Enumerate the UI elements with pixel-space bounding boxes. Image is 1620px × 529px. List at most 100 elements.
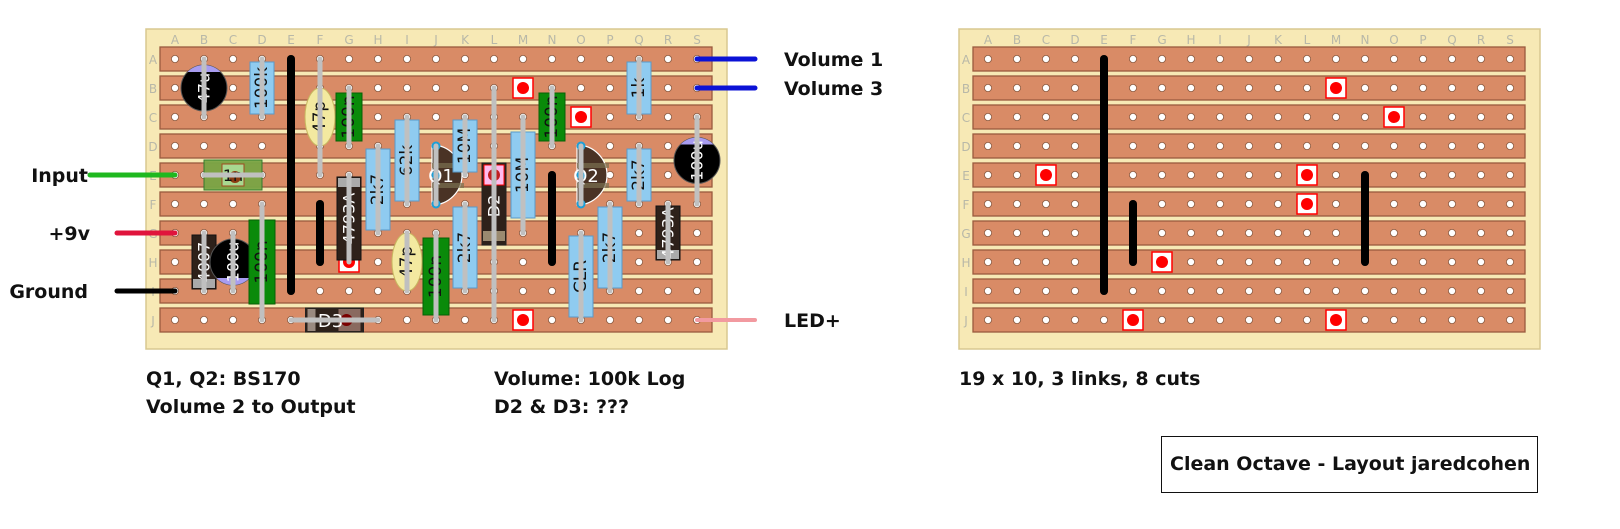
- wire-label: LED+: [784, 310, 841, 332]
- hole: [1216, 55, 1225, 64]
- hole: [606, 55, 615, 64]
- column-label: B: [200, 33, 208, 47]
- row-label: A: [962, 53, 971, 67]
- column-label: N: [548, 33, 557, 47]
- hole: [635, 286, 644, 295]
- hole: [1042, 199, 1051, 208]
- hole: [1390, 257, 1399, 266]
- hole: [1390, 170, 1399, 179]
- cut-dot: [1127, 314, 1139, 326]
- hole: [1274, 141, 1283, 150]
- hole: [1390, 228, 1399, 237]
- transistor-stripe: [577, 183, 609, 188]
- hole: [1245, 170, 1254, 179]
- column-label: S: [1506, 33, 1514, 47]
- hole: [1071, 113, 1080, 122]
- hole: [170, 257, 179, 266]
- hole: [1303, 228, 1312, 237]
- hole: [1448, 113, 1457, 122]
- hole: [1419, 113, 1428, 122]
- column-label: H: [373, 33, 382, 47]
- transistor-stripe: [577, 163, 609, 168]
- column-label: K: [461, 33, 470, 47]
- row-label: H: [961, 256, 970, 270]
- hole: [1187, 315, 1196, 324]
- hole: [1332, 141, 1341, 150]
- hole: [1448, 286, 1457, 295]
- column-label: R: [664, 33, 672, 47]
- row-label: C: [962, 111, 970, 125]
- hole: [1245, 257, 1254, 266]
- column-label: I: [405, 33, 409, 47]
- hole: [1158, 141, 1167, 150]
- hole: [1506, 228, 1515, 237]
- hole: [1042, 228, 1051, 237]
- hole: [199, 141, 208, 150]
- hole: [460, 55, 469, 64]
- hole: [1042, 315, 1051, 324]
- wire--9v: +9v: [48, 223, 178, 245]
- hole: [1245, 228, 1254, 237]
- row-label: F: [963, 198, 970, 212]
- hole: [1013, 141, 1022, 150]
- row-label: G: [961, 227, 970, 241]
- hole: [1042, 55, 1051, 64]
- hole: [1506, 55, 1515, 64]
- column-label: C: [1042, 33, 1050, 47]
- hole: [548, 315, 557, 324]
- column-label: S: [693, 33, 701, 47]
- row-label: A: [149, 53, 158, 67]
- cut-dot: [1330, 314, 1342, 326]
- hole: [1158, 170, 1167, 179]
- hole: [635, 228, 644, 237]
- hole: [1274, 170, 1283, 179]
- hole: [1390, 286, 1399, 295]
- column-label: L: [1304, 33, 1311, 47]
- cut-dot: [1330, 82, 1342, 94]
- hole: [1158, 199, 1167, 208]
- hole: [606, 113, 615, 122]
- hole: [1506, 286, 1515, 295]
- hole: [1361, 286, 1370, 295]
- hole: [1419, 199, 1428, 208]
- hole: [577, 55, 586, 64]
- hole: [1013, 286, 1022, 295]
- hole: [228, 84, 237, 93]
- hole: [1158, 315, 1167, 324]
- wire-label: Volume 3: [784, 78, 883, 100]
- row-label: D: [148, 140, 157, 154]
- hole: [1129, 170, 1138, 179]
- hole: [1419, 286, 1428, 295]
- hole: [984, 286, 993, 295]
- hole: [1419, 55, 1428, 64]
- hole: [1187, 228, 1196, 237]
- hole: [373, 55, 382, 64]
- cut-dot: [1301, 198, 1313, 210]
- hole: [984, 113, 993, 122]
- hole: [344, 286, 353, 295]
- wire-volume-1: Volume 1: [694, 49, 883, 71]
- hole: [1361, 113, 1370, 122]
- transistor-stripe: [432, 163, 464, 168]
- hole: [1129, 55, 1138, 64]
- hole: [984, 170, 993, 179]
- wire-led-: LED+: [695, 310, 841, 332]
- hole: [1245, 286, 1254, 295]
- note-transistors: Q1, Q2: BS170: [146, 368, 301, 390]
- column-label: P: [1419, 33, 1426, 47]
- hole: [664, 113, 673, 122]
- hole: [606, 84, 615, 93]
- hole: [606, 315, 615, 324]
- hole: [1390, 315, 1399, 324]
- row-label: D: [961, 140, 970, 154]
- hole: [1274, 84, 1283, 93]
- cut-dot: [1156, 256, 1168, 268]
- layout-board: ABCDEFGHIJKLMNOPQRSABCDEFGHIJ47u100k47p1…: [145, 28, 728, 350]
- hole: [1477, 141, 1486, 150]
- hole: [373, 84, 382, 93]
- hole: [1274, 55, 1283, 64]
- hole: [1071, 55, 1080, 64]
- hole: [1506, 141, 1515, 150]
- hole: [1187, 286, 1196, 295]
- column-label: J: [1246, 33, 1251, 47]
